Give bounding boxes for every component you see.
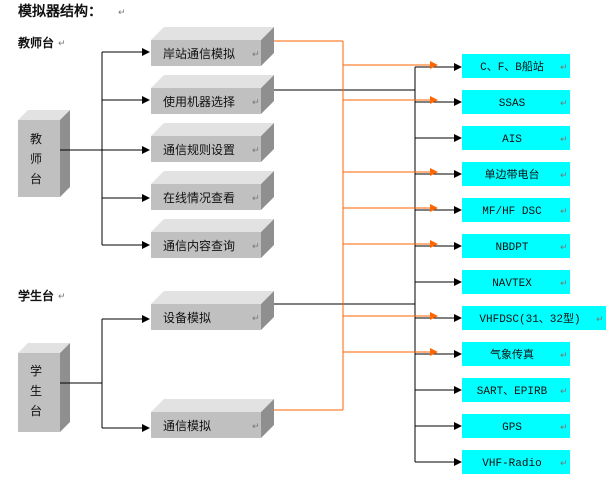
teacher-station-char: 师: [30, 152, 42, 166]
module-box: 通信内容查询 ↵: [151, 219, 274, 258]
page-title: 模拟器结构：: [18, 3, 102, 20]
equipment-box: 气象传真 ↵: [462, 342, 570, 366]
equipment-box: VHFDSC(31、32型) ↵: [462, 306, 606, 330]
paragraph-mark: ↵: [252, 50, 260, 60]
equipment-label: 气象传真: [490, 347, 534, 362]
equipment-box: MF/HF DSC ↵: [462, 198, 570, 222]
teacher-tree-lines: [60, 48, 150, 249]
equipment-box: SSAS ↵: [462, 90, 570, 114]
equipment-label: NAVTEX: [492, 278, 532, 290]
student-tree-lines: [60, 315, 150, 432]
module-label: 在线情况查看: [163, 191, 235, 205]
module-label: 通信规则设置: [163, 142, 235, 157]
module-box: 在线情况查看 ↵: [151, 171, 274, 210]
module-label: 使用机器选择: [163, 94, 235, 109]
paragraph-mark: ↵: [596, 315, 604, 325]
equipment-label: MF/HF DSC: [482, 206, 542, 218]
paragraph-mark: ↵: [252, 194, 260, 204]
equipment-list: C、F、B船站↵SSAS↵AIS↵单边带电台↵MF/HF DSC↵NBDPT↵N…: [462, 54, 606, 474]
module-box: 通信模拟 ↵: [151, 399, 274, 438]
paragraph-mark: ↵: [58, 39, 66, 49]
equipment-label: SSAS: [499, 98, 526, 110]
paragraph-mark: ↵: [560, 423, 568, 433]
equipment-label: NBDPT: [495, 242, 528, 254]
module-label: 设备模拟: [163, 311, 211, 325]
student-station-char: 生: [30, 384, 42, 398]
equipment-box: NBDPT ↵: [462, 234, 570, 258]
equipment-box: SART、EPIRB ↵: [462, 378, 570, 402]
module-label: 岸站通信模拟: [163, 47, 235, 61]
equipment-label: 单边带电台: [485, 167, 540, 182]
equipment-label: VHF-Radio: [482, 458, 541, 470]
teacher-station-char: 台: [30, 171, 42, 186]
paragraph-mark: ↵: [560, 243, 568, 253]
equipment-label: SART、EPIRB: [477, 386, 548, 398]
module-box: 设备模拟 ↵: [151, 291, 274, 330]
equipment-box: C、F、B船站 ↵: [462, 54, 570, 78]
paragraph-mark: ↵: [560, 135, 568, 145]
equipment-label: AIS: [502, 134, 522, 146]
module-box: 岸站通信模拟 ↵: [151, 27, 274, 66]
teacher-section-label: 教师台: [17, 35, 54, 50]
paragraph-mark: ↵: [560, 99, 568, 109]
orange-comm-lines: [271, 40, 438, 411]
paragraph-mark: ↵: [252, 146, 260, 156]
paragraph-mark: ↵: [560, 459, 568, 469]
paragraph-mark: ↵: [560, 279, 568, 289]
module-label: 通信模拟: [163, 419, 211, 433]
equipment-box: VHF-Radio ↵: [462, 450, 570, 474]
equipment-label: VHFDSC(31、32型): [479, 311, 580, 326]
paragraph-mark: ↵: [58, 292, 66, 302]
equipment-box: AIS ↵: [462, 126, 570, 150]
paragraph-mark: ↵: [560, 351, 568, 361]
paragraph-mark: ↵: [560, 387, 568, 397]
module-label: 通信内容查询: [163, 238, 235, 253]
paragraph-mark: ↵: [252, 314, 260, 324]
teacher-station-block: 教 师 台: [18, 110, 70, 197]
module-boxes: 岸站通信模拟 ↵ 使用机器选择 ↵ 通信规则设置 ↵ 在线情况查看 ↵ 通信内容查询 ↵ 设备模拟 ↵…: [151, 27, 274, 438]
paragraph-mark: ↵: [252, 242, 260, 252]
paragraph-mark: ↵: [560, 63, 568, 73]
paragraph-mark: ↵: [252, 98, 260, 108]
equipment-label: GPS: [502, 422, 522, 434]
equipment-box: GPS ↵: [462, 414, 570, 438]
student-station-char: 台: [30, 403, 42, 418]
module-box: 通信规则设置 ↵: [151, 123, 274, 162]
equipment-box: NAVTEX ↵: [462, 270, 570, 294]
student-section-label: 学生台: [18, 288, 54, 303]
teacher-station-char: 教: [30, 131, 42, 146]
black-bus-lines: [271, 63, 462, 466]
equipment-box: 单边带电台 ↵: [462, 162, 570, 186]
paragraph-mark: ↵: [560, 207, 568, 217]
equipment-label: C、F、B船站: [480, 59, 544, 74]
student-station-char: 学: [30, 363, 42, 378]
student-station-block: 学 生 台: [18, 343, 70, 432]
paragraph-mark: ↵: [252, 422, 260, 432]
paragraph-mark: ↵: [118, 8, 126, 18]
paragraph-mark: ↵: [560, 171, 568, 181]
module-box: 使用机器选择 ↵: [151, 75, 274, 114]
